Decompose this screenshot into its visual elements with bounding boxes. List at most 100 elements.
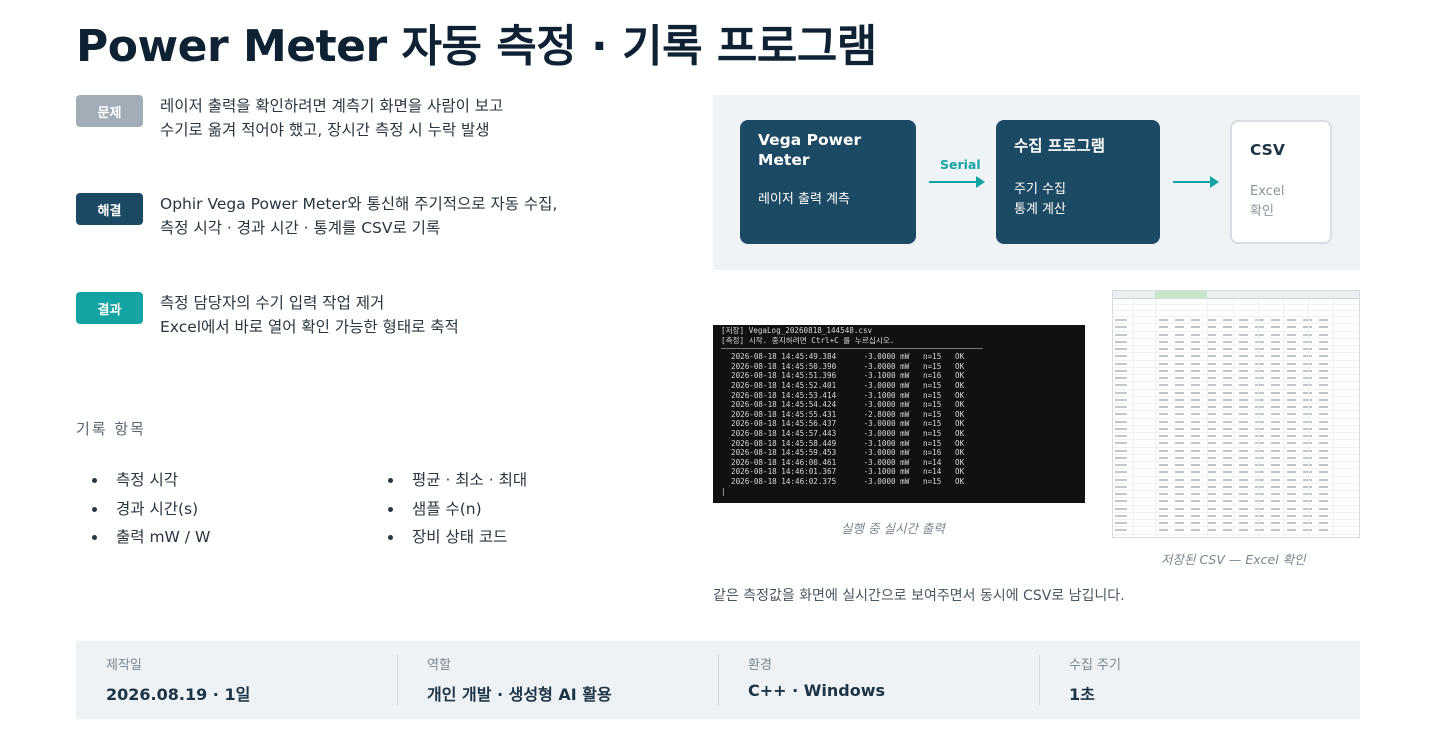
sheet-selected-column [1155,291,1207,299]
console-log-row: 2026-08-18 14:45:56.437 -3.0000 mW n=15 … [731,419,965,429]
info-interval-label: 수집 주기 [1069,658,1121,673]
info-environment-value: C++ · Windows [748,681,886,700]
console-log-row: 2026-08-18 14:46:01.367 -3.1000 mW n=14 … [731,467,965,477]
bullet-icon [92,478,97,483]
result-line-1: 측정 담당자의 수기 입력 작업 제거 [160,294,385,312]
info-divider [718,655,719,705]
solution-badge: 해결 [76,193,143,225]
info-divider [1039,655,1040,705]
csv-box: CSV Excel 확인 [1230,120,1332,244]
console-header-line-2: [측정] 시작. 중지하려면 Ctrl+C 를 누르십시오. [721,335,895,345]
info-role-value: 개인 개발 · 생성형 AI 활용 [427,685,612,704]
sheet-row [1113,339,1359,346]
console-log-row: 2026-08-18 14:45:54.424 -3.0000 mW n=15 … [731,400,965,410]
console-output-image: [저장] VegaLog_20260818_144548.csv [측정] 시작… [713,325,1085,503]
sheet-row [1113,390,1359,397]
sheet-row [1113,513,1359,520]
console-log-row: 2026-08-18 14:45:57.443 -3.0000 mW n=15 … [731,428,965,438]
sheet-meta-row [1113,311,1359,317]
bullet-icon [388,535,393,540]
info-environment: 환경 C++ · Windows [718,641,1039,719]
bullet-icon [92,535,97,540]
list-item-label: 출력 mW / W [116,528,211,546]
record-items-label: 기록 항목 [76,420,146,438]
collector-sub-line-1: 주기 수집 [1014,182,1066,197]
console-caption: 실행 중 실시간 출력 [841,521,945,536]
sheet-gridline [1333,299,1334,537]
solution-line-1: Ophir Vega Power Meter와 통신해 주기적으로 자동 수집, [160,195,558,213]
list-item-label: 샘플 수(n) [412,499,482,518]
sheet-row [1113,419,1359,426]
csv-sub-line-1: Excel [1250,184,1285,199]
bullet-icon [92,506,97,512]
console-log-row: 2026-08-18 14:45:50.390 -3.0000 mW n=15 … [731,361,965,371]
list-item: 경과 시간(s) [76,495,210,524]
solution-text: Ophir Vega Power Meter와 통신해 주기적으로 자동 수집,… [160,192,557,240]
problem-badge: 문제 [76,95,143,127]
problem-line-1: 레이저 출력을 확인하려면 계측기 화면을 사람이 보고 [160,97,504,115]
problem-line-2: 수기로 옮겨 적어야 했고, 장시간 측정 시 누락 발생 [160,121,490,139]
info-divider [397,655,398,705]
solution-line-2: 측정 시각 · 경과 시간 · 통계를 CSV로 기록 [160,219,441,237]
summary-problem: 문제 레이저 출력을 확인하려면 계측기 화면을 사람이 보고 수기로 옮겨 적… [76,94,503,142]
console-log-row: 2026-08-18 14:46:00.461 -3.0000 mW n=14 … [731,457,965,467]
collector-sub-line-2: 통계 계산 [1014,202,1066,217]
sheet-row [1113,462,1359,470]
console-log-row: 2026-08-18 14:45:58.449 -3.1000 mW n=15 … [731,438,965,448]
console-log-row: 2026-08-18 14:45:53.414 -3.1000 mW n=15 … [731,390,965,400]
result-text: 측정 담당자의 수기 입력 작업 제거 Excel에서 바로 열어 확인 가능한… [160,291,459,339]
arrow-right-icon [929,176,985,188]
sheet-row [1113,368,1359,375]
sheet-row [1113,332,1359,339]
problem-text: 레이저 출력을 확인하려면 계측기 화면을 사람이 보고 수기로 옮겨 적어야 … [160,94,503,142]
sheet-gridline [1155,299,1156,537]
list-item-label: 경과 시간(s) [116,499,199,518]
sheet-caption: 저장된 CSV — Excel 확인 [1161,552,1306,567]
list-item-label: 장비 상태 코드 [412,528,508,546]
info-created: 제작일 2026.08.19 · 1일 [76,641,397,719]
console-log-row: 2026-08-18 14:45:52.401 -3.0000 mW n=15 … [731,380,965,390]
power-meter-title: Vega Power Meter [758,130,861,170]
serial-label: Serial [940,157,981,172]
csv-sub: Excel 확인 [1250,182,1284,222]
sheet-gridline [1233,299,1234,537]
sheet-row [1113,469,1359,477]
sheet-row [1113,484,1359,491]
info-interval: 수집 주기 1초 [1039,641,1360,719]
record-items-right: 평균 · 최소 · 최대 샘플 수(n) 장비 상태 코드 [372,466,527,552]
sheet-row [1113,491,1359,499]
console-header-line-1: [저장] VegaLog_20260818_144548.csv [721,326,873,335]
sheet-row [1113,346,1359,354]
excel-csv-image [1112,290,1360,538]
power-meter-title-line-2: Meter [758,151,810,169]
sheet-row [1113,520,1359,528]
sheet-row [1113,353,1359,361]
list-item: 평균 · 최소 · 최대 [372,466,527,495]
list-item-label: 측정 시각 [116,471,178,489]
sheet-row [1113,317,1359,325]
project-info-bar: 제작일 2026.08.19 · 1일 역할 개인 개발 · 생성형 AI 활용… [76,641,1360,719]
collector-title: 수집 프로그램 [1014,137,1105,155]
sheet-row [1113,433,1359,441]
sheet-row [1113,397,1359,404]
list-item: 출력 mW / W [76,523,210,552]
console-log-row: 2026-08-18 14:45:49.384 -3.0000 mW n=15 … [731,352,965,362]
bullet-icon [388,478,393,483]
sheet-row [1113,440,1359,448]
info-interval-value: 1초 [1069,685,1095,704]
console-cursor: | [721,486,726,496]
power-meter-sub: 레이저 출력 계측 [758,192,850,207]
info-role: 역할 개인 개발 · 생성형 AI 활용 [397,641,718,719]
sheet-meta-row [1113,305,1359,311]
sheet-row [1113,324,1359,332]
description-note: 같은 측정값을 화면에 실시간으로 보여주면서 동시에 CSV로 남깁니다. [713,588,1125,604]
console-log-row: 2026-08-18 14:45:59.453 -3.0000 mW n=16 … [731,448,965,458]
console-divider [721,348,983,350]
collector-sub: 주기 수집 통계 계산 [1014,180,1066,220]
info-environment-label: 환경 [748,658,772,673]
sheet-row [1113,477,1359,484]
list-item-label: 평균 · 최소 · 최대 [412,471,528,489]
sheet-row [1113,527,1359,535]
console-log-row: 2026-08-18 14:46:02.375 -3.0000 mW n=15 … [731,476,965,486]
bullet-icon [388,506,393,512]
